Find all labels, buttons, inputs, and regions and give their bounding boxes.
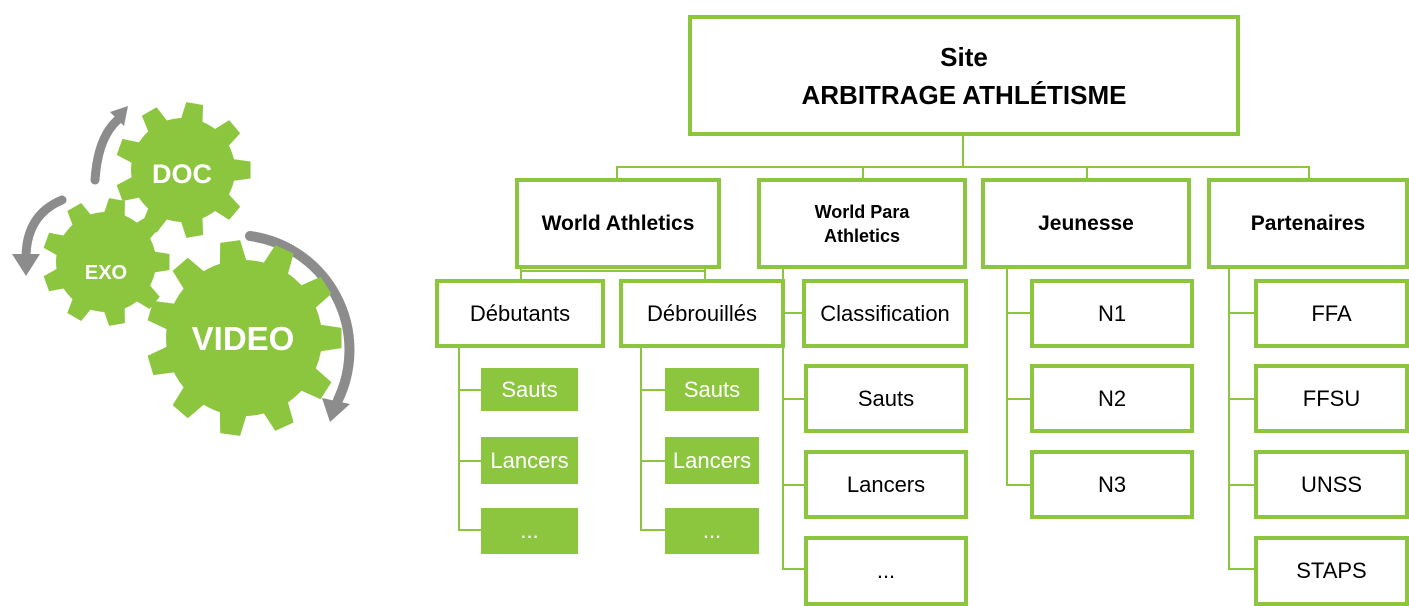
node-label: FFSU [1302, 385, 1361, 411]
node-para-sauts: Sauts [804, 364, 968, 433]
node-partenaires-ffa: FFA [1254, 279, 1409, 348]
gear-video-icon [147, 240, 342, 436]
leaf-debutants-more: ... [481, 508, 578, 554]
leaf-label: Lancers [672, 447, 752, 473]
node-partenaires-unss: UNSS [1254, 450, 1409, 519]
node-partenaires-ffsu: FFSU [1254, 364, 1409, 433]
node-world-para-label-line2: Athletics [823, 225, 901, 246]
gear-doc-label: DOC [152, 159, 212, 189]
node-label: UNSS [1300, 471, 1363, 497]
node-partenaires-label: Partenaires [1250, 211, 1366, 235]
leaf-label: ... [702, 518, 722, 543]
node-debutants: Débutants [435, 279, 605, 348]
gear-exo-label: EXO [85, 262, 127, 284]
cycle-arrow-left [21, 195, 67, 263]
node-para-classification: Classification [802, 279, 968, 348]
node-jeunesse-n3: N3 [1030, 450, 1194, 519]
root-node: Site ARBITRAGE ATHLÉTISME [688, 15, 1240, 136]
gear-video-label: VIDEO [192, 320, 295, 357]
leaf-label: ... [520, 518, 539, 543]
node-jeunesse-label: Jeunesse [1038, 211, 1134, 235]
leaf-debutants-lancers: Lancers [481, 437, 578, 484]
leaf-debrouilles-lancers: Lancers [665, 437, 759, 484]
node-label: N3 [1097, 471, 1127, 497]
node-world-athletics-label: World Athletics [541, 211, 695, 235]
node-jeunesse: Jeunesse [981, 178, 1191, 269]
node-jeunesse-n2: N2 [1030, 364, 1194, 433]
node-label: Lancers [846, 471, 926, 497]
node-label: FFA [1311, 300, 1352, 326]
node-world-para-label-line1: World Para [814, 201, 910, 222]
node-debrouilles: Débrouillés [619, 279, 785, 348]
node-world-athletics: World Athletics [515, 178, 721, 269]
node-world-para-athletics: World Para Athletics [757, 178, 967, 269]
node-debrouilles-label: Débrouillés [646, 300, 758, 326]
gears-illustration: DOC EXO VIDEO [12, 102, 355, 436]
node-jeunesse-n1: N1 [1030, 279, 1194, 348]
node-label: N1 [1097, 300, 1127, 326]
leaf-debrouilles-sauts: Sauts [665, 368, 759, 411]
root-title-line1: Site [940, 41, 988, 72]
cycle-arrow-right [245, 231, 355, 405]
node-label: Sauts [857, 385, 915, 411]
leaf-label: Sauts [501, 376, 558, 402]
node-label: ... [876, 558, 896, 583]
cycle-arrow-left-head [12, 254, 40, 276]
leaf-debrouilles-more: ... [665, 508, 759, 554]
node-debutants-label: Débutants [469, 300, 571, 326]
cycle-arrow-top [90, 113, 125, 185]
node-partenaires: Partenaires [1207, 178, 1409, 269]
cycle-arrow-top-head [110, 106, 128, 126]
node-partenaires-staps: STAPS [1254, 536, 1409, 606]
node-para-more: ... [804, 536, 968, 606]
cycle-arrow-right-head [322, 398, 350, 422]
node-label: Classification [820, 300, 950, 326]
node-label: N2 [1097, 385, 1127, 411]
leaf-label: Lancers [490, 447, 569, 473]
gear-doc-icon [116, 102, 251, 238]
leaf-label: Sauts [683, 376, 741, 402]
node-para-lancers: Lancers [804, 450, 968, 519]
root-title-line2: ARBITRAGE ATHLÉTISME [801, 79, 1127, 110]
gear-exo-icon [43, 198, 170, 326]
leaf-debutants-sauts: Sauts [481, 368, 578, 411]
node-label: STAPS [1296, 558, 1367, 583]
